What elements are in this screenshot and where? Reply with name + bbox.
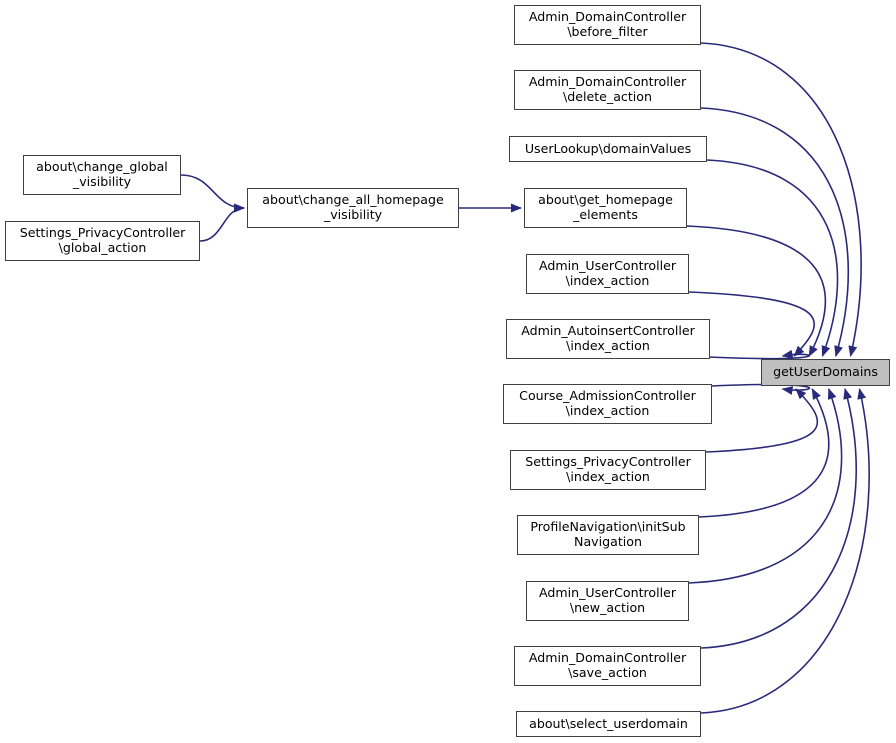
graph-node-label: Admin_DomainController \save_action — [528, 650, 687, 680]
graph-node-label: about\change_all_homepage _visibility — [262, 192, 444, 222]
graph-edge-profilenavigation-initsubnavigation-to-getUserDomains — [698, 388, 830, 518]
graph-edge-about-change-global-visibility-to-about-change-all-homepage-visibility — [180, 174, 245, 213]
graph-node-course-admissioncontroller-index-action[interactable]: Course_AdmissionController \index_action — [503, 384, 712, 424]
graph-node-admin-autoinsertcontroller-index-action[interactable]: Admin_AutoinsertController \index_action — [506, 319, 710, 359]
graph-node-label: about\select_userdomain — [529, 715, 688, 731]
graph-node-label: Course_AdmissionController \index_action — [519, 388, 696, 418]
graph-node-admin-domaincontroller-delete-action[interactable]: Admin_DomainController \delete_action — [514, 70, 701, 110]
graph-node-label: Settings_PrivacyController \index_action — [525, 454, 691, 484]
graph-node-label: about\change_global _visibility — [36, 159, 168, 189]
graph-node-about-change-global-visibility[interactable]: about\change_global _visibility — [23, 155, 181, 195]
graph-node-label: Settings_PrivacyController \global_actio… — [19, 225, 186, 255]
graph-node-settings-privacycontroller-global-action[interactable]: Settings_PrivacyController \global_actio… — [5, 221, 200, 261]
graph-node-profilenavigation-initsubnavigation[interactable]: ProfileNavigation\initSub Navigation — [517, 515, 699, 555]
graph-edge-admin-domaincontroller-save-action-to-getUserDomains — [700, 388, 857, 649]
graph-node-label: Admin_DomainController \before_filter — [528, 9, 687, 39]
graph-node-about-get-homepage-elements[interactable]: about\get_homepage _elements — [524, 188, 687, 228]
graph-node-label: getUserDomains — [773, 364, 878, 380]
graph-edge-admin-domaincontroller-delete-action-to-getUserDomains — [700, 107, 850, 357]
graph-node-label: Admin_AutoinsertController \index_action — [521, 323, 695, 353]
graph-edge-settings-privacycontroller-index-action-to-getUserDomains — [705, 388, 819, 453]
graph-edge-userlookup-domainvalues-to-getUserDomains — [706, 159, 839, 357]
graph-node-label: Admin_UserController \new_action — [538, 585, 677, 615]
graph-node-about-change-all-homepage-visibility[interactable]: about\change_all_homepage _visibility — [247, 188, 459, 228]
graph-edge-admin-domaincontroller-before-filter-to-getUserDomains — [700, 42, 862, 357]
graph-node-label: UserLookup\domainValues — [524, 140, 692, 156]
graph-edge-about-select-userdomain-to-getUserDomains — [700, 388, 870, 714]
graph-node-about-select-userdomain[interactable]: about\select_userdomain — [516, 711, 701, 737]
graph-node-label: Admin_DomainController \delete_action — [528, 74, 687, 104]
graph-node-admin-domaincontroller-before-filter[interactable]: Admin_DomainController \before_filter — [514, 5, 701, 45]
graph-node-admin-domaincontroller-save-action[interactable]: Admin_DomainController \save_action — [514, 646, 701, 686]
graph-node-getUserDomains[interactable]: getUserDomains — [761, 359, 890, 386]
graph-node-admin-usercontroller-index-action[interactable]: Admin_UserController \index_action — [526, 254, 689, 294]
graph-node-label: Admin_UserController \index_action — [538, 258, 677, 288]
graph-edge-admin-autoinsertcontroller-index-action-to-getUserDomains — [709, 349, 810, 360]
graph-node-userlookup-domainvalues[interactable]: UserLookup\domainValues — [509, 136, 707, 162]
graph-node-settings-privacycontroller-index-action[interactable]: Settings_PrivacyController \index_action — [510, 450, 706, 490]
graph-node-admin-usercontroller-new-action[interactable]: Admin_UserController \new_action — [526, 581, 689, 621]
graph-node-label: about\get_homepage _elements — [538, 192, 673, 222]
graph-edge-settings-privacycontroller-global-action-to-about-change-all-homepage-visibility — [199, 203, 245, 242]
graph-node-label: ProfileNavigation\initSub Navigation — [530, 519, 686, 549]
